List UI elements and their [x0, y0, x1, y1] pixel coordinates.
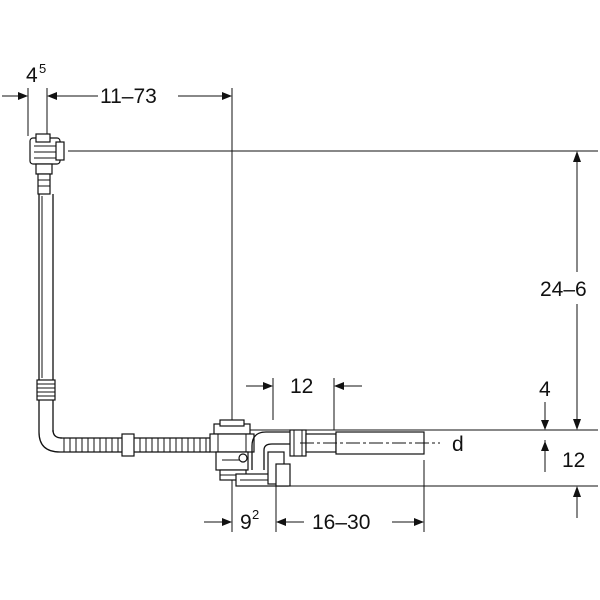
- dimension-arrows: [2, 92, 581, 526]
- overflow-pipe: [36, 194, 210, 457]
- diameter-label: d: [452, 433, 464, 456]
- trap-outlet: [251, 429, 440, 487]
- outlet-offset-label: 9: [240, 511, 252, 534]
- dimension-labels: 4 5 11–73 24–6 12 4 12 d 9 2 16–30: [26, 61, 587, 534]
- spacing-top-label: 12: [290, 375, 313, 398]
- overflow-offset-label: 4: [26, 64, 38, 87]
- vertical-height-label: 24–6: [540, 278, 587, 301]
- outlet-offset-sup: 2: [252, 507, 259, 522]
- drain-body: [209, 419, 289, 487]
- drop-small-label: 4: [539, 378, 551, 401]
- reference-lines: [27, 88, 598, 532]
- drop-right-label: 12: [562, 449, 585, 472]
- horizontal-span-label: 11–73: [100, 85, 157, 108]
- overflow-head: [29, 133, 65, 195]
- outlet-length-label: 16–30: [312, 511, 370, 534]
- overflow-offset-sup: 5: [39, 61, 46, 76]
- hose-ribs: [63, 438, 119, 452]
